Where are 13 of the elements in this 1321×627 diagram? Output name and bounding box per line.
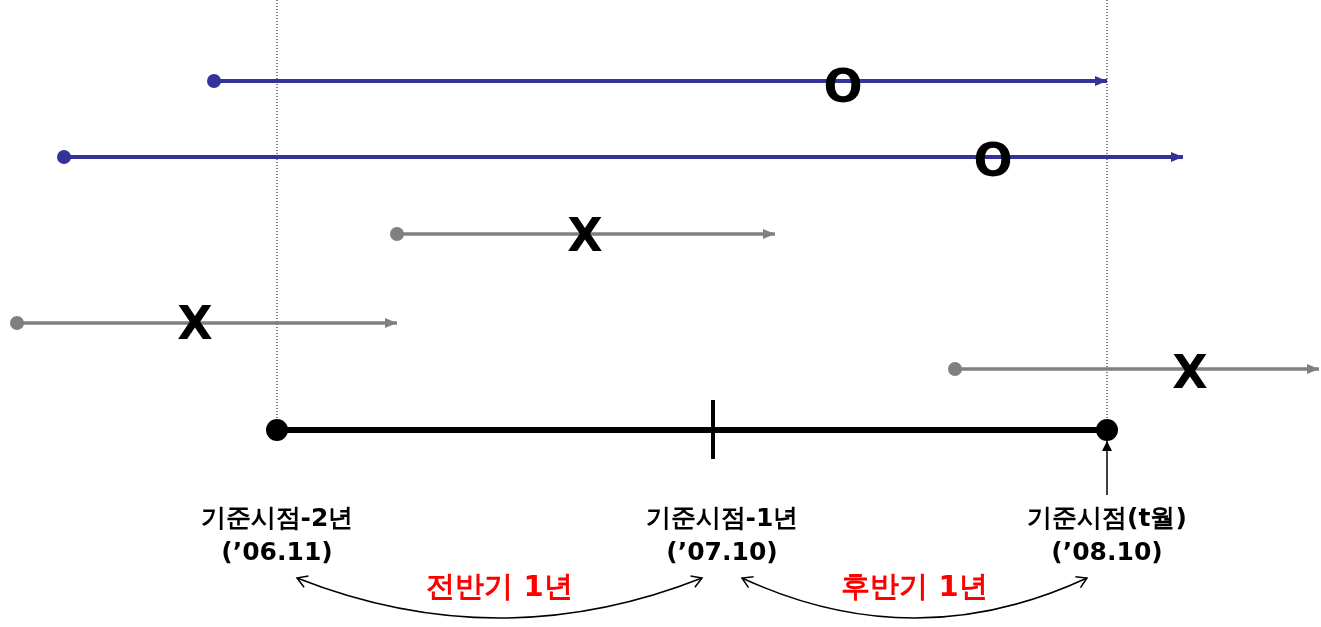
result-mark: X [177,300,213,346]
result-mark: X [567,212,603,258]
arrow [1102,440,1112,496]
date-label: (’07.10) [666,536,778,568]
date-label: (’06.11) [221,536,333,568]
end-point-dot [1096,419,1118,441]
time-point-label: 기준시점(t월) [1027,502,1187,534]
time-point-label: 기준시점-2년 [200,502,354,534]
date-label: (’08.10) [1051,536,1163,568]
curved-arrow [296,575,703,619]
result-mark: X [1172,349,1208,395]
time-point-label: 기준시점-1년 [645,502,799,534]
curved-arrow [741,575,1088,619]
